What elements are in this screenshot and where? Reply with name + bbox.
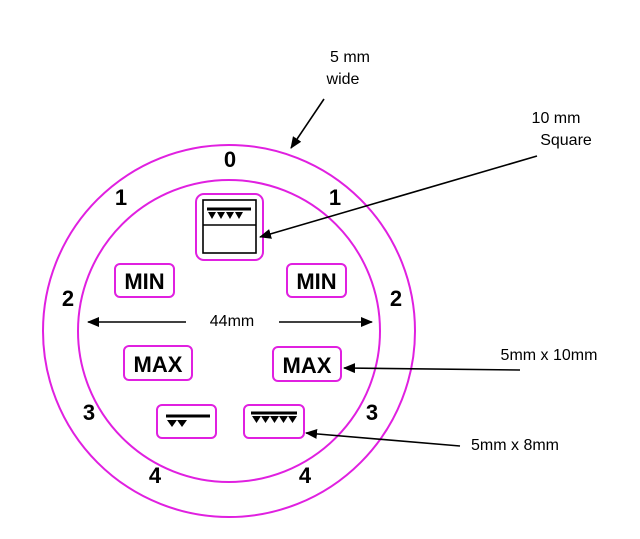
square-size-label-line2: Square xyxy=(540,132,592,149)
icon-size-arrow xyxy=(305,428,461,447)
level-icon-high[interactable] xyxy=(243,404,305,439)
dial-number-right-3: 3 xyxy=(366,400,378,425)
dial-number-right-4: 4 xyxy=(299,463,312,488)
button-size-label: 5mm x 10mm xyxy=(501,347,598,364)
dial-number-left-4: 4 xyxy=(149,463,162,488)
level-icon-large[interactable] xyxy=(195,193,264,261)
min-button-left[interactable]: MIN xyxy=(114,263,175,298)
dial-number-0: 0 xyxy=(224,147,236,172)
level-icon-low[interactable] xyxy=(156,404,217,439)
dial-number-left-3: 3 xyxy=(83,400,95,425)
svg-text:MAX: MAX xyxy=(134,352,183,377)
ring-width-label-line2: wide xyxy=(326,71,360,88)
square-size-label-line1: 10 mm xyxy=(532,110,581,127)
button-size-arrow xyxy=(343,363,521,374)
svg-text:MAX: MAX xyxy=(283,353,332,378)
outer-ring xyxy=(42,144,416,518)
icon-size-label: 5mm x 8mm xyxy=(471,437,559,454)
svg-text:MIN: MIN xyxy=(124,269,164,294)
max-button-left[interactable]: MAX xyxy=(123,345,193,381)
dial-number-left-2: 2 xyxy=(62,286,74,311)
max-button-right[interactable]: MAX xyxy=(272,346,342,382)
dial-number-right-1: 1 xyxy=(329,185,341,210)
ring-width-arrow xyxy=(290,98,325,149)
min-button-right[interactable]: MIN xyxy=(286,263,347,298)
ring-width-label-line1: 5 mm xyxy=(330,49,370,66)
inner-ring xyxy=(77,179,381,483)
dial-number-right-2: 2 xyxy=(390,286,402,311)
diameter-label: 44mm xyxy=(210,313,254,330)
svg-text:MIN: MIN xyxy=(296,269,336,294)
square-size-arrow xyxy=(259,155,538,239)
dial-number-left-1: 1 xyxy=(115,185,127,210)
